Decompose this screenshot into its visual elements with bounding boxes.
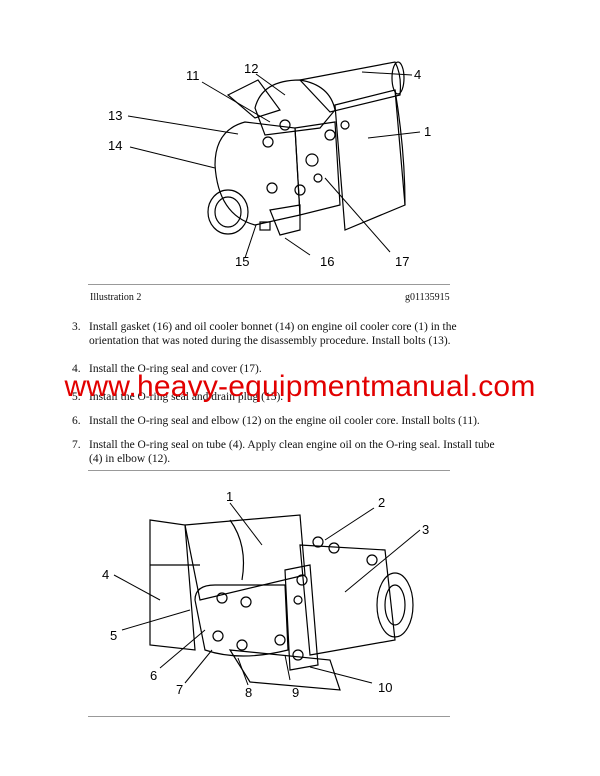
step-number: 7.	[72, 439, 81, 451]
callout-16: 16	[320, 254, 334, 269]
callout-5: 5	[110, 628, 117, 643]
figure-2-top-rule	[88, 470, 450, 471]
figure-1-illustration: 11 12 4 13 1 14 15 16 17	[108, 61, 431, 269]
step-number: 6.	[72, 415, 81, 427]
callout-1: 1	[424, 124, 431, 139]
step-4: 4. Install the O-ring seal and cover (17…	[72, 362, 502, 376]
callout-9: 9	[292, 685, 299, 700]
step-text: Install the O-ring seal and drain plug (…	[89, 391, 284, 403]
callout-10: 10	[378, 680, 392, 695]
step-text: Install gasket (16) and oil cooler bonne…	[89, 321, 457, 347]
callout-4: 4	[414, 67, 421, 82]
callout-17: 17	[395, 254, 409, 269]
callout-2: 2	[378, 495, 385, 510]
step-text: Install the O-ring seal and cover (17).	[89, 363, 262, 375]
callout-7: 7	[176, 682, 183, 697]
illustration-caption: Illustration 2	[90, 292, 142, 303]
figure-1-top-rule	[88, 284, 450, 285]
callout-15: 15	[235, 254, 249, 269]
step-number: 5.	[72, 391, 81, 403]
callout-6: 6	[150, 668, 157, 683]
step-6: 6. Install the O-ring seal and elbow (12…	[72, 414, 502, 428]
callout-8: 8	[245, 685, 252, 700]
step-3: 3. Install gasket (16) and oil cooler bo…	[72, 320, 502, 348]
figure-2-bottom-rule	[88, 716, 450, 717]
callout-4: 4	[102, 567, 109, 582]
elbow-12	[254, 79, 336, 136]
step-5: 5. Install the O-ring seal and drain plu…	[72, 390, 502, 404]
outlet-flange	[376, 572, 414, 638]
callout-12: 12	[244, 61, 258, 76]
oil-cooler-bonnet-6	[194, 584, 289, 657]
cover-17	[294, 121, 341, 216]
callout-11: 11	[186, 68, 200, 83]
step-number: 4.	[72, 363, 81, 375]
callout-14: 14	[108, 138, 122, 153]
step-text: Install the O-ring seal on tube (4). App…	[89, 439, 495, 465]
step-7: 7. Install the O-ring seal on tube (4). …	[72, 438, 502, 466]
watermark-url[interactable]: www.heavy-equipmentmanual.com	[64, 370, 536, 403]
step-number: 3.	[72, 321, 81, 333]
tube-4	[298, 61, 402, 113]
step-text: Install the O-ring seal and elbow (12) o…	[89, 415, 480, 427]
callout-1: 1	[226, 489, 233, 504]
tube-4	[149, 519, 196, 651]
cooler-core-1	[184, 514, 306, 601]
callout-13: 13	[108, 108, 122, 123]
bonnet-outlet	[207, 189, 249, 235]
callout-3: 3	[422, 522, 429, 537]
oil-cooler-bonnet-14	[214, 121, 301, 226]
illustration-id: g01135915	[405, 292, 450, 303]
elbow-3	[299, 544, 396, 656]
